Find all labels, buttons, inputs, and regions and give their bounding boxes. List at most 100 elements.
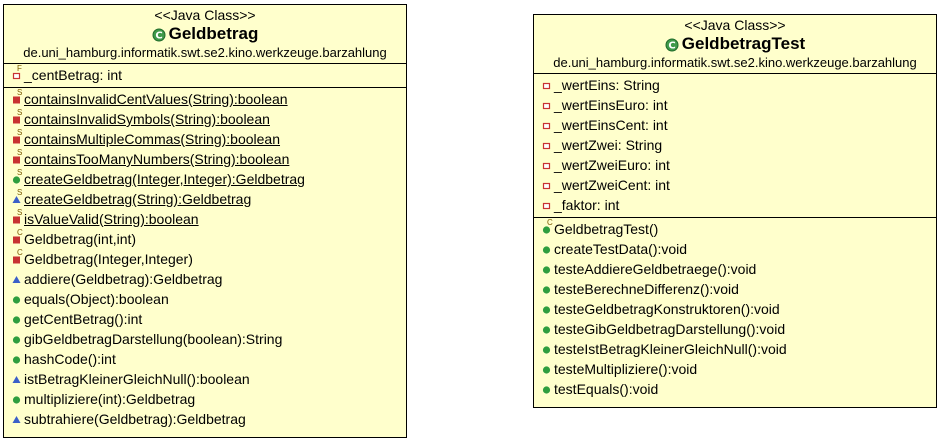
- package-visibility-icon: [12, 415, 21, 424]
- public-visibility-icon: [12, 395, 21, 404]
- modifier-marker: S: [17, 107, 23, 117]
- method-signature: containsInvalidCentValues(String):boolea…: [24, 91, 288, 107]
- private-visibility-icon: S: [12, 148, 22, 164]
- class-header: <<Java Class>> C Geldbetrag de.uni_hambu…: [4, 5, 406, 64]
- field-signature: _centBetrag: int: [24, 67, 123, 83]
- method-signature: Geldbetrag(Integer,Integer): [24, 251, 193, 267]
- public-visibility-icon: [542, 285, 551, 294]
- private-visibility-icon: C: [12, 248, 23, 264]
- method-row: equals(Object):boolean: [4, 289, 406, 309]
- private-visibility-icon: F: [12, 64, 22, 80]
- class-name: GeldbetragTest: [681, 34, 806, 53]
- public-visibility-icon: [542, 365, 551, 374]
- private-visibility-icon: S: [12, 108, 22, 124]
- method-row: getCentBetrag():int: [4, 309, 406, 329]
- private-visibility-icon: S: [12, 128, 22, 144]
- method-row: testeBerechneDifferenz():void: [534, 279, 936, 299]
- private-visibility-icon: [542, 141, 551, 150]
- uml-class-geldbetrag: <<Java Class>> C Geldbetrag de.uni_hambu…: [3, 4, 407, 438]
- method-row: testeGibGeldbetragDarstellung():void: [534, 319, 936, 339]
- class-package: de.uni_hamburg.informatik.swt.se2.kino.w…: [23, 45, 387, 60]
- public-visibility-icon: S: [12, 168, 22, 184]
- package-visibility-icon: S: [12, 188, 22, 204]
- modifier-marker: S: [17, 187, 23, 197]
- modifier-marker: F: [17, 63, 22, 73]
- public-visibility-icon: [542, 265, 551, 274]
- java-class-icon: C: [152, 27, 166, 42]
- method-row: istBetragKleinerGleichNull():boolean: [4, 369, 406, 389]
- private-visibility-icon: [542, 201, 551, 210]
- modifier-marker: C: [17, 227, 23, 237]
- public-visibility-icon: [542, 385, 551, 394]
- field-signature: _wertZwei: String: [554, 137, 663, 153]
- method-row: multipliziere(int):Geldbetrag: [4, 389, 406, 409]
- public-visibility-icon: [542, 305, 551, 314]
- modifier-marker: S: [17, 207, 23, 217]
- modifier-marker: C: [547, 217, 553, 227]
- method-row: testeAddiereGeldbetraege():void: [534, 259, 936, 279]
- private-visibility-icon: [542, 81, 551, 90]
- java-class-icon: C: [665, 37, 679, 52]
- field-row: _wertZweiEuro: int: [534, 155, 936, 175]
- public-visibility-icon: [12, 315, 21, 324]
- modifier-marker: S: [17, 127, 23, 137]
- field-row: _faktor: int: [534, 195, 936, 215]
- public-visibility-icon: [12, 335, 21, 344]
- field-signature: _wertEinsEuro: int: [554, 97, 668, 113]
- method-signature: testeBerechneDifferenz():void: [554, 281, 739, 297]
- method-signature: testeGibGeldbetragDarstellung():void: [554, 321, 786, 337]
- class-header: <<Java Class>> C GeldbetragTest de.uni_h…: [534, 15, 936, 74]
- method-row: testeIstBetragKleinerGleichNull():void: [534, 339, 936, 359]
- private-visibility-icon: [542, 101, 551, 110]
- method-row: testeGeldbetragKonstruktoren():void: [534, 299, 936, 319]
- public-visibility-icon: [542, 345, 551, 354]
- method-row: testeMultipliziere():void: [534, 359, 936, 379]
- method-signature: hashCode():int: [24, 351, 116, 367]
- method-signature: isValueValid(String):boolean: [24, 211, 199, 227]
- method-signature: equals(Object):boolean: [24, 291, 169, 307]
- private-visibility-icon: [542, 161, 551, 170]
- method-signature: testeMultipliziere():void: [554, 361, 698, 377]
- method-signature: containsMultipleCommas(String):boolean: [24, 131, 281, 147]
- class-package: de.uni_hamburg.informatik.swt.se2.kino.w…: [553, 55, 917, 70]
- method-signature: containsInvalidSymbols(String):boolean: [24, 111, 270, 127]
- svg-text:C: C: [155, 31, 162, 42]
- method-signature: addiere(Geldbetrag):Geldbetrag: [24, 271, 223, 287]
- field-signature: _wertZweiEuro: int: [554, 157, 670, 173]
- public-visibility-icon: [12, 355, 21, 364]
- private-visibility-icon: S: [12, 88, 22, 104]
- method-signature: gibGeldbetragDarstellung(boolean):String: [24, 331, 283, 347]
- method-row: createTestData():void: [534, 239, 936, 259]
- package-visibility-icon: [12, 375, 21, 384]
- field-signature: _wertEins: String: [554, 77, 660, 93]
- private-visibility-icon: [542, 121, 551, 130]
- field-row: F_centBetrag: int: [4, 64, 406, 85]
- method-signature: createGeldbetrag(Integer,Integer):Geldbe…: [24, 171, 305, 187]
- field-signature: _wertZweiCent: int: [554, 177, 670, 193]
- method-row: subtrahiere(Geldbetrag):Geldbetrag: [4, 409, 406, 429]
- method-signature: multipliziere(int):Geldbetrag: [24, 391, 196, 407]
- uml-class-geldbetragtest: <<Java Class>> C GeldbetragTest de.uni_h…: [533, 14, 937, 408]
- method-signature: createTestData():void: [554, 241, 688, 257]
- method-row: gibGeldbetragDarstellung(boolean):String: [4, 329, 406, 349]
- public-visibility-icon: [542, 325, 551, 334]
- method-signature: containsTooManyNumbers(String):boolean: [24, 151, 290, 167]
- public-visibility-icon: [12, 295, 21, 304]
- fields-compartment: F_centBetrag: int: [4, 64, 406, 88]
- class-name: Geldbetrag: [168, 24, 259, 43]
- method-row: addiere(Geldbetrag):Geldbetrag: [4, 269, 406, 289]
- method-signature: subtrahiere(Geldbetrag):Geldbetrag: [24, 411, 246, 427]
- package-visibility-icon: [12, 275, 21, 284]
- field-row: _wertZweiCent: int: [534, 175, 936, 195]
- private-visibility-icon: [542, 181, 551, 190]
- class-name-row: C GeldbetragTest: [534, 34, 936, 54]
- modifier-marker: C: [17, 247, 23, 257]
